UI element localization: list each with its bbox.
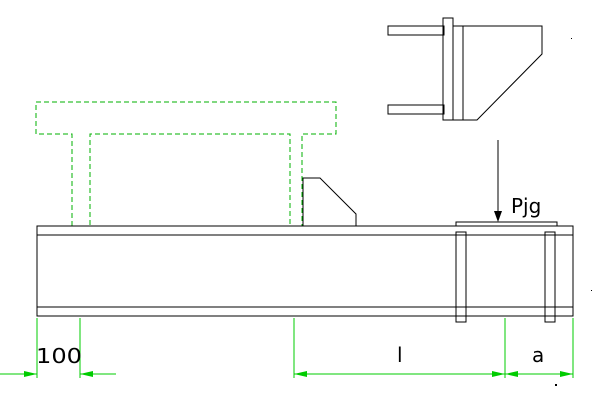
dim-left-label: 100 [36, 344, 82, 368]
bolt-outlines [455, 231, 556, 323]
hidden-stand-outline [35, 101, 337, 227]
dim-span-label: l [397, 343, 403, 367]
dim-span-arrow-b [492, 371, 505, 377]
dim-span-arrow-a [294, 371, 307, 377]
stray-dot [571, 38, 572, 39]
dimension-left [0, 318, 116, 378]
dim-end-arrow-a [505, 371, 518, 377]
bolt-right [544, 231, 556, 323]
load-plate [455, 221, 558, 227]
dim-left-arrow-b [80, 371, 93, 377]
stray-dot [591, 290, 592, 291]
dimension-span [293, 318, 506, 378]
load-arrow [494, 140, 502, 222]
wedge-block [302, 177, 357, 226]
stray-dot [555, 384, 557, 386]
load-label: Pjg [511, 194, 541, 218]
bracket-fixture [387, 17, 543, 121]
dim-left-arrow-a [24, 371, 37, 377]
dim-end-arrow-b [560, 371, 573, 377]
main-beam [36, 225, 574, 317]
dim-end-label: a [532, 343, 544, 367]
bolt-left [455, 231, 467, 323]
